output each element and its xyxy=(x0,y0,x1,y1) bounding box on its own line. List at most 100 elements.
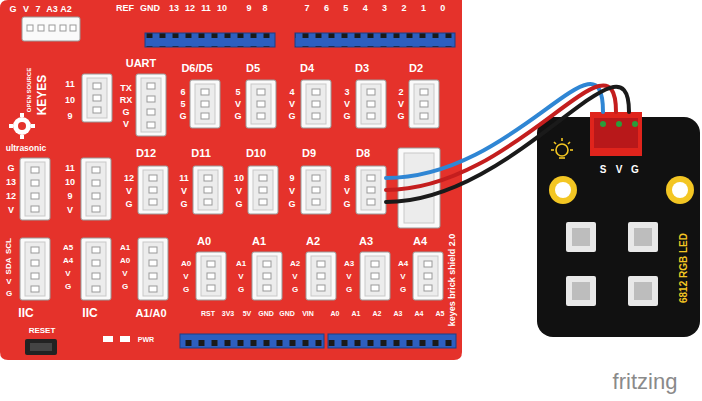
pin-headers xyxy=(295,33,455,47)
pin-label: V xyxy=(400,273,405,281)
pin-label: V xyxy=(344,187,350,196)
port-connectors xyxy=(138,166,168,214)
lamp-icon xyxy=(568,142,570,144)
pin-label: G xyxy=(288,112,295,121)
pin-label: 8 xyxy=(344,174,349,183)
pin-label: V xyxy=(65,270,70,278)
pin-label: G xyxy=(343,200,350,209)
lamp-icon xyxy=(559,157,565,159)
pin-label: G xyxy=(288,200,295,209)
pin-label: 4 xyxy=(363,4,368,13)
module-header xyxy=(590,112,642,156)
pin-label: SCL xyxy=(5,238,13,254)
pin-label: ultrasonic xyxy=(6,144,47,153)
pin-label: RESET xyxy=(29,327,56,335)
pin-label: V xyxy=(236,187,242,196)
rgb-leds xyxy=(566,222,596,252)
pin-label: D6/D5 xyxy=(181,63,212,74)
pin-label: SDA xyxy=(5,258,13,275)
pin-label: G xyxy=(122,108,129,117)
pin-label: OPEN SOURCE xyxy=(26,68,32,112)
pin-label: V xyxy=(67,206,73,215)
pin-label: A1 xyxy=(236,260,246,268)
pin-label: V xyxy=(122,270,127,278)
pin-label: 5V xyxy=(243,310,252,317)
rgb-leds xyxy=(634,282,652,300)
pin-label: A4 xyxy=(415,310,424,317)
pin-label: GND xyxy=(258,310,274,317)
module-header xyxy=(600,121,606,127)
pin-label: GND xyxy=(140,4,160,13)
pin-label: A2 xyxy=(60,5,72,14)
pin-label: G xyxy=(125,200,132,209)
port-connectors xyxy=(20,158,50,220)
port-connectors xyxy=(356,80,386,128)
pin-label: RX xyxy=(120,96,133,105)
pin-label: D5 xyxy=(246,63,260,74)
keyes-logo xyxy=(9,124,13,128)
port-connectors xyxy=(193,166,223,214)
pin-label: G xyxy=(292,286,298,294)
lamp-icon xyxy=(561,138,563,141)
port-connectors xyxy=(20,238,50,300)
pin-label: A2 xyxy=(290,260,300,268)
pin-label: V xyxy=(235,100,241,109)
pin-label: 10 xyxy=(65,178,75,187)
pin-label: 8 xyxy=(262,4,267,13)
reset-button xyxy=(25,339,57,355)
pin-label: 4 xyxy=(289,88,294,97)
pin-label: V xyxy=(23,5,29,14)
port-connectors xyxy=(413,252,443,300)
port-connectors xyxy=(409,80,439,128)
module-header xyxy=(616,121,622,127)
port-connectors xyxy=(306,252,336,300)
pin-label: G xyxy=(7,164,14,173)
port-connectors xyxy=(360,252,390,300)
top-connector xyxy=(22,17,80,41)
rgb-leds xyxy=(572,282,590,300)
pin-label: 5 xyxy=(235,88,240,97)
top-connector xyxy=(27,25,33,31)
pin-label: 10 xyxy=(234,174,244,183)
pin-label: A0 xyxy=(181,260,191,268)
pin-label: TX xyxy=(120,84,132,93)
top-connector xyxy=(60,25,66,31)
rgb-leds xyxy=(572,228,590,246)
port-connector: D8 xyxy=(356,166,386,214)
pin-label: D4 xyxy=(300,63,314,74)
node-label: G xyxy=(631,165,639,175)
pin-label: A4 xyxy=(398,260,408,268)
lamp-icon xyxy=(556,144,568,156)
pin-label: A2 xyxy=(306,236,320,247)
pin-label: 9 xyxy=(246,4,251,13)
pin-label: 11 xyxy=(65,80,75,89)
pin-label: 5 xyxy=(180,100,185,109)
led-module-board xyxy=(555,182,571,198)
port-connectors xyxy=(301,166,331,214)
pin-label: 11 xyxy=(65,164,75,173)
port-connectors xyxy=(20,74,443,300)
pin-label: G xyxy=(346,286,352,294)
pin-label: V xyxy=(238,273,243,281)
pin-label: A4 xyxy=(63,257,73,265)
jumper-wire xyxy=(386,85,616,190)
power-led xyxy=(103,336,130,342)
pin-label: 0 xyxy=(440,4,445,13)
pin-label: G xyxy=(65,283,71,291)
pin-label: G xyxy=(9,5,16,14)
keyes-logo xyxy=(31,124,35,128)
pin-label: G xyxy=(397,112,404,121)
rgb-leds xyxy=(628,222,658,252)
lamp-icon xyxy=(570,149,573,151)
pin-label: 12 xyxy=(6,192,16,201)
rgb-leds xyxy=(634,228,652,246)
module-header xyxy=(590,112,642,156)
pin-label: A3 xyxy=(46,5,58,14)
jumper-wire xyxy=(386,87,629,202)
pin-label: A0 xyxy=(120,257,130,265)
node-label: D8 xyxy=(356,148,370,159)
led-module-board xyxy=(666,176,694,204)
pin-label: V xyxy=(346,273,351,281)
pin-label: 11 xyxy=(179,174,189,183)
